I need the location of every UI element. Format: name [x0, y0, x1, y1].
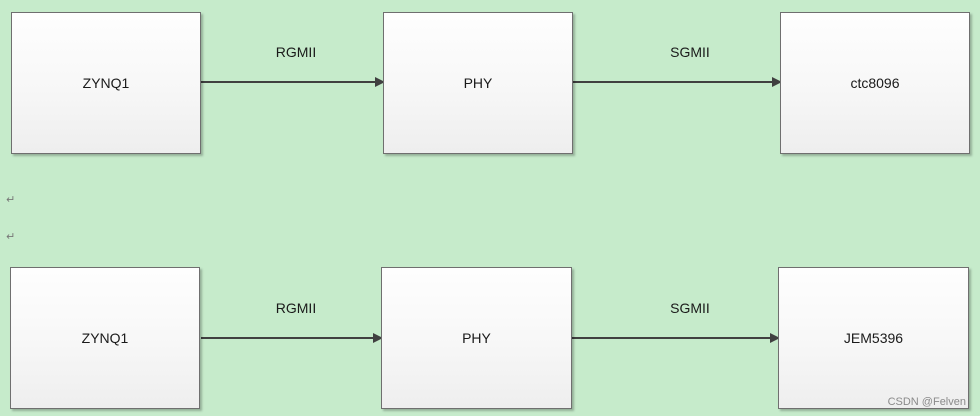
row1-zynq1-label: ZYNQ1 [82, 75, 130, 91]
row2-jem5396-box: JEM5396 [778, 267, 969, 409]
row2-rgmii-label: RGMII [275, 300, 317, 316]
row1-phy-box: PHY [383, 12, 573, 154]
row2-zynq1-box: ZYNQ1 [10, 267, 200, 409]
paragraph-mark-2: ↵ [6, 230, 16, 243]
row1-rgmii-label: RGMII [275, 44, 317, 60]
row2-zynq1-label: ZYNQ1 [81, 330, 129, 346]
row1-ctc8096-box: ctc8096 [780, 12, 970, 154]
row2-jem5396-label: JEM5396 [843, 330, 904, 346]
row1-zynq1-box: ZYNQ1 [11, 12, 201, 154]
row1-sgmii-label: SGMII [670, 44, 710, 60]
row2-phy-label: PHY [462, 330, 491, 346]
row2-phy-box: PHY [381, 267, 572, 409]
paragraph-mark-1: ↵ [6, 193, 16, 206]
watermark-text: CSDN @Felven [887, 396, 966, 408]
row2-sgmii-label: SGMII [670, 300, 710, 316]
row1-ctc8096-label: ctc8096 [850, 75, 900, 91]
row1-phy-label: PHY [463, 75, 493, 91]
